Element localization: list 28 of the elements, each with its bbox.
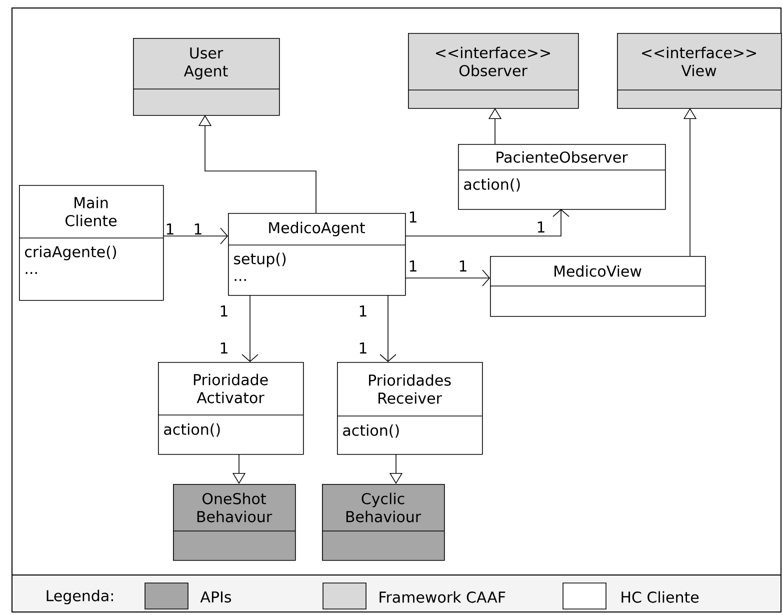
multiplicity-label: 1 xyxy=(220,306,228,316)
legend-label: Framework CAAF xyxy=(380,591,506,603)
class-box: PacienteObserver action() xyxy=(458,144,666,210)
class-box: Prioridade Activator action() xyxy=(158,362,304,455)
class-box: Prioridades Receiver action() xyxy=(336,362,483,455)
class-box: MedicoAgent setup() ... xyxy=(228,213,406,296)
class-box: MedicoView xyxy=(490,256,706,317)
class-box: User Agent xyxy=(132,38,280,116)
arrow xyxy=(242,294,258,362)
multiplicity-label: 1 xyxy=(410,212,416,222)
arrow xyxy=(162,228,228,244)
multiplicity-label: 1 xyxy=(410,260,416,272)
arrow xyxy=(404,270,490,286)
multiplicity-label: 1 xyxy=(460,260,466,272)
class-box: OneShot Behaviour xyxy=(172,484,296,561)
arrow xyxy=(404,209,570,236)
class-box: Cyclic Behaviour xyxy=(322,484,445,561)
legend-label: HC Cliente xyxy=(622,591,699,603)
arrow xyxy=(380,294,396,362)
legend-label: APIs xyxy=(200,591,231,603)
class-box: <<interface>> View xyxy=(616,33,782,109)
arrow xyxy=(198,115,316,214)
legend-title: Legenda: xyxy=(46,590,113,604)
class-box: Main Cliente criaAgente() ... xyxy=(18,185,164,301)
class-box: <<interface>> Observer xyxy=(408,33,579,109)
multiplicity-label: 1 xyxy=(166,224,174,234)
multiplicity-label: 1 xyxy=(194,224,202,234)
multiplicity-label: 1 xyxy=(538,222,544,232)
